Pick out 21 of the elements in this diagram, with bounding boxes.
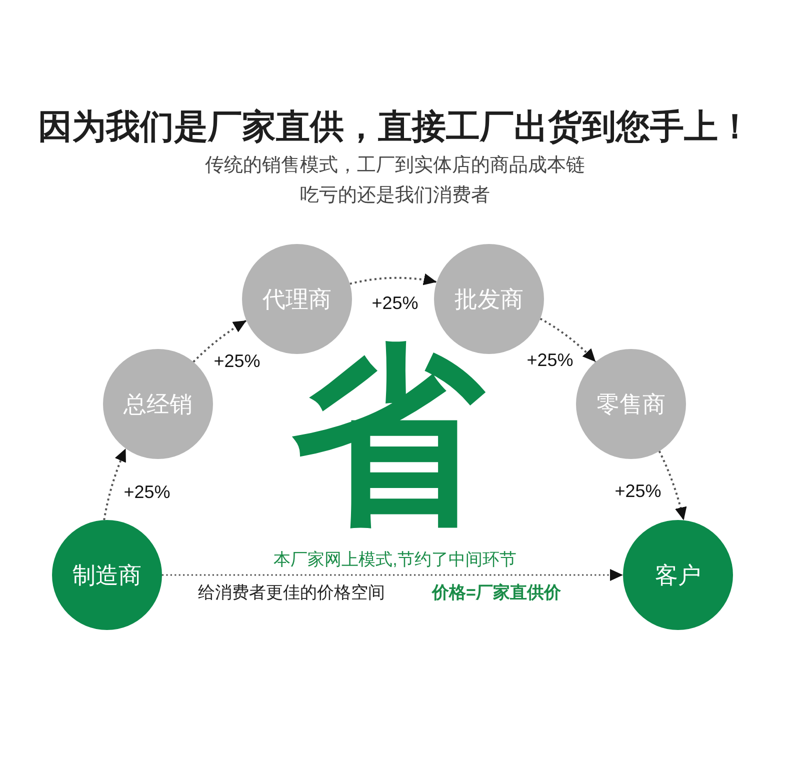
arrow [350,274,437,286]
arrow [192,320,247,363]
title: 因为我们是厂家直供，直接工厂出货到您手上！ [38,107,752,148]
subtitle: 传统的销售模式，工厂到实体店的商品成本链吃亏的还是我们消费者 [204,154,586,208]
edge-label: +25% [614,481,662,501]
stage-circle: 制造商 [52,520,162,630]
stage-circle: 零售商 [576,349,686,459]
stage-circle: 代理商 [242,244,352,354]
arrow [658,450,687,521]
arrow [103,448,127,520]
edge-label: +25% [124,482,170,502]
stage-circle: 总经销 [103,349,213,459]
stage-circle: 批发商 [434,244,544,354]
note-text: 给消费者更佳的价格空间 [198,582,385,604]
slogan-text: 本厂家网上模式,节约了中间环节 [274,549,516,571]
edge-label: +25% [214,351,260,371]
arrow [540,318,596,363]
price-text: 价格=厂家直供价 [432,582,561,604]
edge-label: +25% [372,293,418,313]
stage-circle: 客户 [623,520,733,630]
arrow [162,569,623,581]
